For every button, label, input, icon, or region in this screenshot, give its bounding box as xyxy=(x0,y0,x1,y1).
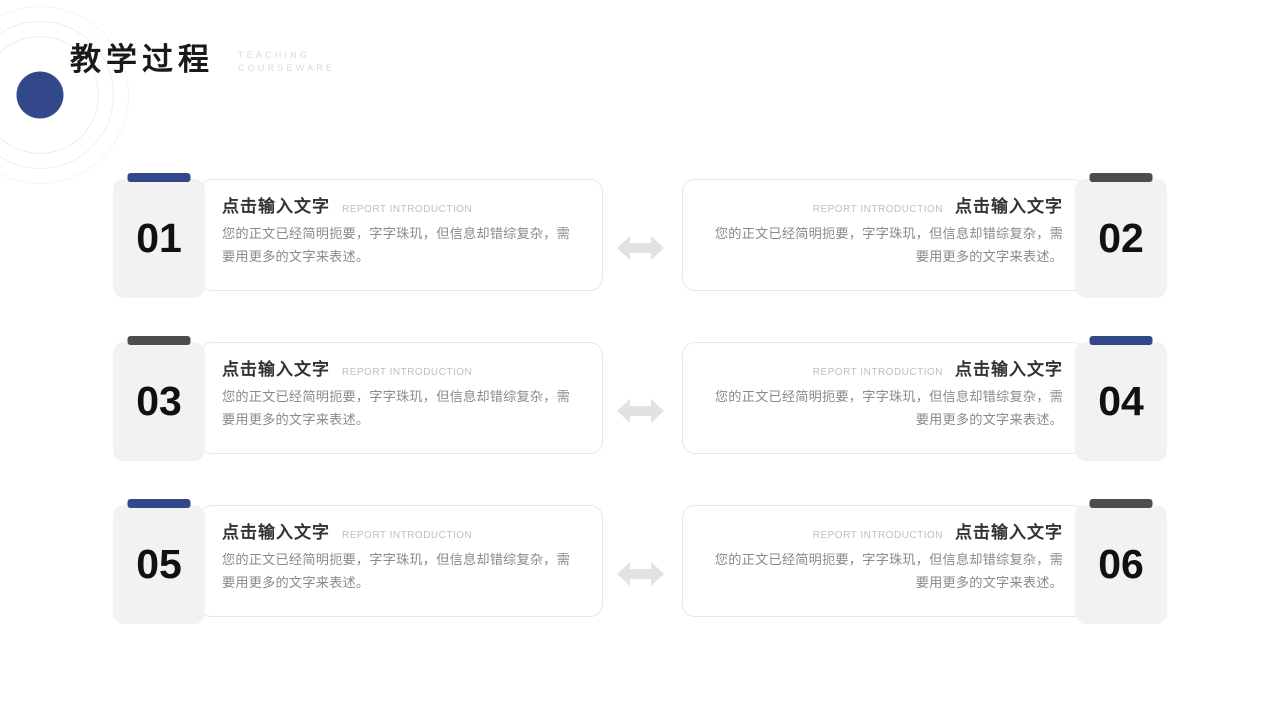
card-body: 您的正文已经简明扼要，字字珠玑，但信息却错综复杂，需要用更多的文字来表述。 xyxy=(222,226,571,265)
process-list: 01 点击输入文字 REPORT INTRODUCTION 您的正文已经简明扼要… xyxy=(0,163,1280,652)
process-item-05[interactable]: 05 点击输入文字 REPORT INTRODUCTION 您的正文已经简明扼要… xyxy=(113,489,603,624)
card-body: 您的正文已经简明扼要，字字珠玑，但信息却错综复杂，需要用更多的文字来表述。 xyxy=(714,552,1063,591)
number-box: 04 xyxy=(1075,342,1167,461)
number-bar xyxy=(1089,173,1153,182)
number-label: 04 xyxy=(1098,378,1144,424)
card-heading: 点击输入文字 xyxy=(222,197,330,216)
card-header: 点击输入文字 REPORT INTRODUCTION xyxy=(222,197,580,217)
number-label: 06 xyxy=(1098,541,1144,587)
number-box: 06 xyxy=(1075,505,1167,624)
number-label: 03 xyxy=(136,378,182,424)
left-right-arrow-icon xyxy=(617,397,664,425)
content-card[interactable]: 点击输入文字 REPORT INTRODUCTION 您的正文已经简明扼要，字字… xyxy=(199,179,603,291)
process-item-06[interactable]: 06 点击输入文字 REPORT INTRODUCTION 您的正文已经简明扼要… xyxy=(677,489,1167,624)
card-body: 您的正文已经简明扼要，字字珠玑，但信息却错综复杂，需要用更多的文字来表述。 xyxy=(714,226,1063,265)
card-body: 您的正文已经简明扼要，字字珠玑，但信息却错综复杂，需要用更多的文字来表述。 xyxy=(222,552,571,591)
slide-header: 教学过程 TEACHING COURSEWARE xyxy=(0,0,1280,184)
left-right-arrow-icon xyxy=(617,234,664,262)
card-header: 点击输入文字 REPORT INTRODUCTION xyxy=(222,360,580,380)
process-row: 01 点击输入文字 REPORT INTRODUCTION 您的正文已经简明扼要… xyxy=(0,163,1280,326)
content-card[interactable]: 点击输入文字 REPORT INTRODUCTION 您的正文已经简明扼要，字字… xyxy=(682,179,1086,291)
number-box: 01 xyxy=(113,179,205,298)
title-block: 教学过程 TEACHING COURSEWARE xyxy=(70,44,335,75)
process-item-04[interactable]: 04 点击输入文字 REPORT INTRODUCTION 您的正文已经简明扼要… xyxy=(677,326,1167,461)
card-header: 点击输入文字 REPORT INTRODUCTION xyxy=(705,360,1063,380)
card-kicker: REPORT INTRODUCTION xyxy=(342,367,473,378)
process-row: 03 点击输入文字 REPORT INTRODUCTION 您的正文已经简明扼要… xyxy=(0,326,1280,489)
card-heading: 点击输入文字 xyxy=(222,523,330,542)
card-kicker: REPORT INTRODUCTION xyxy=(342,530,473,541)
number-badge: 03 xyxy=(113,336,205,461)
number-bar xyxy=(127,499,191,508)
card-heading: 点击输入文字 xyxy=(955,360,1063,379)
card-heading: 点击输入文字 xyxy=(955,523,1063,542)
card-header: 点击输入文字 REPORT INTRODUCTION xyxy=(222,523,580,543)
accent-dot xyxy=(16,71,64,119)
card-header: 点击输入文字 REPORT INTRODUCTION xyxy=(705,523,1063,543)
number-bar xyxy=(127,173,191,182)
page-title: 教学过程 xyxy=(70,42,214,77)
content-card[interactable]: 点击输入文字 REPORT INTRODUCTION 您的正文已经简明扼要，字字… xyxy=(682,342,1086,454)
process-item-01[interactable]: 01 点击输入文字 REPORT INTRODUCTION 您的正文已经简明扼要… xyxy=(113,163,603,298)
card-heading: 点击输入文字 xyxy=(222,360,330,379)
ring-outer xyxy=(0,6,129,184)
process-row: 05 点击输入文字 REPORT INTRODUCTION 您的正文已经简明扼要… xyxy=(0,489,1280,652)
number-bar xyxy=(1089,336,1153,345)
process-item-02[interactable]: 02 点击输入文字 REPORT INTRODUCTION 您的正文已经简明扼要… xyxy=(677,163,1167,298)
number-label: 05 xyxy=(136,541,182,587)
number-badge: 05 xyxy=(113,499,205,624)
number-box: 03 xyxy=(113,342,205,461)
number-badge: 01 xyxy=(113,173,205,298)
card-kicker: REPORT INTRODUCTION xyxy=(812,367,943,378)
number-label: 01 xyxy=(136,215,182,261)
number-label: 02 xyxy=(1098,215,1144,261)
number-badge: 02 xyxy=(1075,173,1167,298)
number-box: 02 xyxy=(1075,179,1167,298)
number-box: 05 xyxy=(113,505,205,624)
card-heading: 点击输入文字 xyxy=(955,197,1063,216)
card-header: 点击输入文字 REPORT INTRODUCTION xyxy=(705,197,1063,217)
card-kicker: REPORT INTRODUCTION xyxy=(812,530,943,541)
process-item-03[interactable]: 03 点击输入文字 REPORT INTRODUCTION 您的正文已经简明扼要… xyxy=(113,326,603,461)
card-kicker: REPORT INTRODUCTION xyxy=(812,204,943,215)
number-badge: 04 xyxy=(1075,336,1167,461)
number-badge: 06 xyxy=(1075,499,1167,624)
page-subtitle: TEACHING COURSEWARE xyxy=(238,49,335,75)
card-kicker: REPORT INTRODUCTION xyxy=(342,204,473,215)
content-card[interactable]: 点击输入文字 REPORT INTRODUCTION 您的正文已经简明扼要，字字… xyxy=(682,505,1086,617)
subtitle-line-1: TEACHING xyxy=(238,50,311,60)
number-bar xyxy=(1089,499,1153,508)
subtitle-line-2: COURSEWARE xyxy=(238,63,336,73)
content-card[interactable]: 点击输入文字 REPORT INTRODUCTION 您的正文已经简明扼要，字字… xyxy=(199,505,603,617)
content-card[interactable]: 点击输入文字 REPORT INTRODUCTION 您的正文已经简明扼要，字字… xyxy=(199,342,603,454)
card-body: 您的正文已经简明扼要，字字珠玑，但信息却错综复杂，需要用更多的文字来表述。 xyxy=(222,389,571,428)
left-right-arrow-icon xyxy=(617,560,664,588)
card-body: 您的正文已经简明扼要，字字珠玑，但信息却错综复杂，需要用更多的文字来表述。 xyxy=(714,389,1063,428)
number-bar xyxy=(127,336,191,345)
